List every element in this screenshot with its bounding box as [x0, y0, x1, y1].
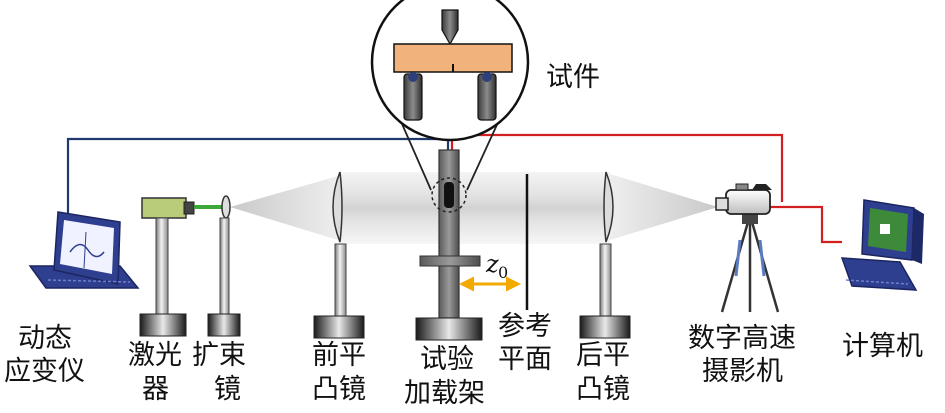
- strain-meter-screen: [60, 220, 114, 274]
- rear-lens-base: [579, 315, 631, 339]
- beam-expander-base: [207, 313, 241, 337]
- monitor-side: [912, 208, 924, 264]
- front-lens-post: [334, 243, 347, 317]
- support-right-roller: [482, 72, 492, 82]
- label-loading-frame-line2: 加载架: [404, 378, 485, 409]
- loading-punch: [441, 9, 459, 46]
- label-reference-plane-line2: 平面: [498, 344, 552, 375]
- label-rear-lens-line1: 后平: [576, 340, 630, 371]
- loading-frame: [415, 149, 483, 341]
- screen-window-icon: [880, 224, 890, 234]
- front-lens-shape: [332, 171, 343, 243]
- support-left-roller: [408, 72, 418, 82]
- distance-symbol: z: [485, 250, 499, 278]
- tripod-head: [742, 214, 758, 224]
- camera-viewfinder: [752, 184, 772, 190]
- strain-waveform-icon: [69, 243, 105, 258]
- camera-top-handle: [735, 183, 749, 191]
- specimen-region-outline: [431, 177, 467, 213]
- specimen-marker: [444, 182, 454, 208]
- distance-subscript: 0: [498, 263, 508, 282]
- front-lens-base: [313, 315, 365, 339]
- label-specimen: 试件: [546, 62, 600, 93]
- dynamic-strain-meter: [28, 211, 140, 289]
- camera-lens: [715, 197, 729, 211]
- loading-frame-base: [415, 317, 483, 341]
- beam-expanding-cone: [230, 176, 338, 240]
- tripod-brace-left: [734, 239, 742, 277]
- keyboard: [845, 279, 909, 285]
- beam-expander-post: [219, 217, 230, 315]
- beam-expander-lens: [221, 195, 231, 219]
- label-strain-meter-line2: 应变仪: [4, 356, 85, 387]
- label-front-lens-line2: 凸镜: [312, 374, 366, 405]
- rear-lens-post: [599, 243, 612, 317]
- label-laser-line1: 激光: [128, 340, 182, 371]
- computer-wire: [768, 205, 842, 244]
- label-camera-line1: 数字高速: [688, 323, 796, 354]
- laser: [139, 197, 222, 337]
- screen-axis: [83, 231, 87, 269]
- rear-lens-shape: [603, 171, 614, 243]
- laser-base: [139, 313, 187, 337]
- rear-plano-convex-lens: [579, 171, 631, 339]
- loading-frame-crossbar: [419, 255, 481, 267]
- laser-post: [155, 217, 169, 315]
- computer: [840, 199, 924, 291]
- label-expander-line1: 扩束: [192, 340, 246, 371]
- label-computer: 计算机: [842, 331, 923, 362]
- laser-body: [141, 197, 187, 219]
- high-speed-camera: [715, 183, 780, 313]
- light-beam: [230, 172, 718, 244]
- laser-head: [183, 201, 195, 215]
- label-reference-plane-line1: 参考: [498, 311, 552, 342]
- camera-body: [725, 189, 771, 215]
- label-camera-line2: 摄影机: [702, 356, 783, 387]
- front-plano-convex-lens: [313, 171, 365, 339]
- label-expander-line2: 镜: [214, 374, 241, 405]
- label-front-lens-line1: 前平: [312, 340, 366, 371]
- loading-frame-column: [438, 149, 460, 319]
- beam-converging-cone: [610, 174, 718, 240]
- camera-signal-wire: [450, 133, 784, 202]
- label-laser-line2: 器: [142, 374, 169, 405]
- keyboard-line: [47, 279, 131, 283]
- label-loading-frame-line1: 试验: [420, 344, 474, 375]
- tripod-brace-right: [758, 239, 766, 277]
- beam-expander: [207, 195, 241, 337]
- label-strain-meter-line1: 动态: [18, 323, 72, 354]
- label-rear-lens-line2: 凸镜: [576, 374, 630, 405]
- beam-collimated-section: [338, 172, 610, 244]
- tripod-leg-left: [720, 221, 750, 313]
- tripod-leg-right: [750, 221, 780, 313]
- computer-case: [840, 257, 918, 291]
- specimen-detail-callout: [370, 0, 530, 191]
